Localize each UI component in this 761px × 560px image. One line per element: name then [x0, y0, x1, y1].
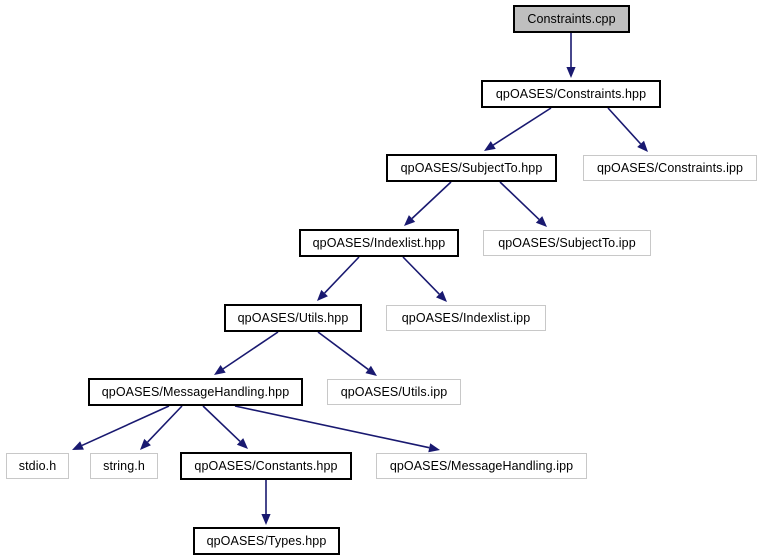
arrowhead-icon: [214, 365, 226, 375]
graph-node-constraints_hpp[interactable]: qpOASES/Constraints.hpp: [481, 80, 661, 108]
graph-node-label: qpOASES/Constraints.hpp: [495, 86, 647, 101]
arrowhead-icon: [535, 216, 547, 227]
edge-line-indexlist_hpp-to-indexlist_ipp: [402, 256, 440, 295]
arrowhead-icon: [317, 289, 328, 301]
edge-line-indexlist_hpp-to-utils_hpp: [324, 256, 360, 294]
graph-node-label: qpOASES/SubjectTo.hpp: [400, 160, 543, 175]
graph-node-label: qpOASES/Constants.hpp: [194, 458, 338, 473]
graph-node-utils_ipp[interactable]: qpOASES/Utils.ipp: [327, 379, 461, 405]
arrowhead-icon: [236, 438, 248, 449]
graph-node-stdio_h[interactable]: stdio.h: [6, 453, 69, 479]
graph-node-label: Constraints.cpp: [527, 11, 616, 26]
graph-node-label: qpOASES/MessageHandling.ipp: [389, 458, 574, 473]
arrowhead-icon: [261, 514, 271, 525]
graph-node-label: qpOASES/Types.hpp: [206, 533, 327, 548]
edge-line-constraints_hpp-to-constraints_ipp: [607, 107, 642, 145]
graph-node-label: qpOASES/Constraints.ipp: [596, 160, 744, 175]
edge-line-messagehandling_hpp-to-constants_hpp: [202, 405, 241, 442]
arrowhead-icon: [72, 441, 84, 450]
arrowhead-icon: [140, 438, 151, 450]
edge-line-utils_hpp-to-messagehandling_hpp: [222, 331, 279, 370]
arrowhead-icon: [436, 290, 447, 302]
graph-node-constants_hpp[interactable]: qpOASES/Constants.hpp: [180, 452, 352, 480]
graph-node-indexlist_hpp[interactable]: qpOASES/Indexlist.hpp: [299, 229, 459, 257]
arrowhead-icon: [484, 141, 496, 151]
graph-node-types_hpp[interactable]: qpOASES/Types.hpp: [193, 527, 340, 555]
graph-node-label: stdio.h: [18, 458, 57, 473]
graph-node-utils_hpp[interactable]: qpOASES/Utils.hpp: [224, 304, 362, 332]
graph-node-label: qpOASES/Utils.hpp: [237, 310, 349, 325]
arrowhead-icon: [365, 365, 377, 376]
edge-line-subjectto_hpp-to-indexlist_hpp: [411, 181, 452, 220]
graph-node-subjectto_hpp[interactable]: qpOASES/SubjectTo.hpp: [386, 154, 557, 182]
arrowhead-icon: [637, 140, 648, 152]
graph-node-indexlist_ipp[interactable]: qpOASES/Indexlist.ipp: [386, 305, 546, 331]
edge-line-messagehandling_hpp-to-string_h: [147, 405, 183, 443]
graph-node-subjectto_ipp[interactable]: qpOASES/SubjectTo.ipp: [483, 230, 651, 256]
graph-node-string_h[interactable]: string.h: [90, 453, 158, 479]
graph-node-label: qpOASES/MessageHandling.hpp: [101, 384, 290, 399]
edge-line-messagehandling_hpp-to-stdio_h: [81, 405, 170, 447]
graph-node-constraints_ipp[interactable]: qpOASES/Constraints.ipp: [583, 155, 757, 181]
graph-node-label: string.h: [103, 458, 145, 473]
graph-node-label: qpOASES/SubjectTo.ipp: [498, 235, 636, 250]
graph-node-label: qpOASES/Indexlist.hpp: [312, 235, 446, 250]
edge-line-utils_hpp-to-utils_ipp: [317, 331, 369, 371]
arrowhead-icon: [428, 443, 440, 453]
arrowhead-icon: [404, 215, 416, 226]
graph-node-messagehandling_ipp[interactable]: qpOASES/MessageHandling.ipp: [376, 453, 587, 479]
edge-line-subjectto_hpp-to-subjectto_ipp: [499, 181, 540, 220]
graph-node-label: qpOASES/Utils.ipp: [340, 384, 448, 399]
graph-node-constraints_cpp[interactable]: Constraints.cpp: [513, 5, 630, 33]
arrowhead-icon: [566, 67, 576, 78]
graph-node-messagehandling_hpp[interactable]: qpOASES/MessageHandling.hpp: [88, 378, 303, 406]
graph-node-label: qpOASES/Indexlist.ipp: [401, 310, 531, 325]
edge-line-messagehandling_hpp-to-messagehandling_ipp: [234, 405, 430, 449]
edge-line-constraints_hpp-to-subjectto_hpp: [492, 107, 552, 146]
